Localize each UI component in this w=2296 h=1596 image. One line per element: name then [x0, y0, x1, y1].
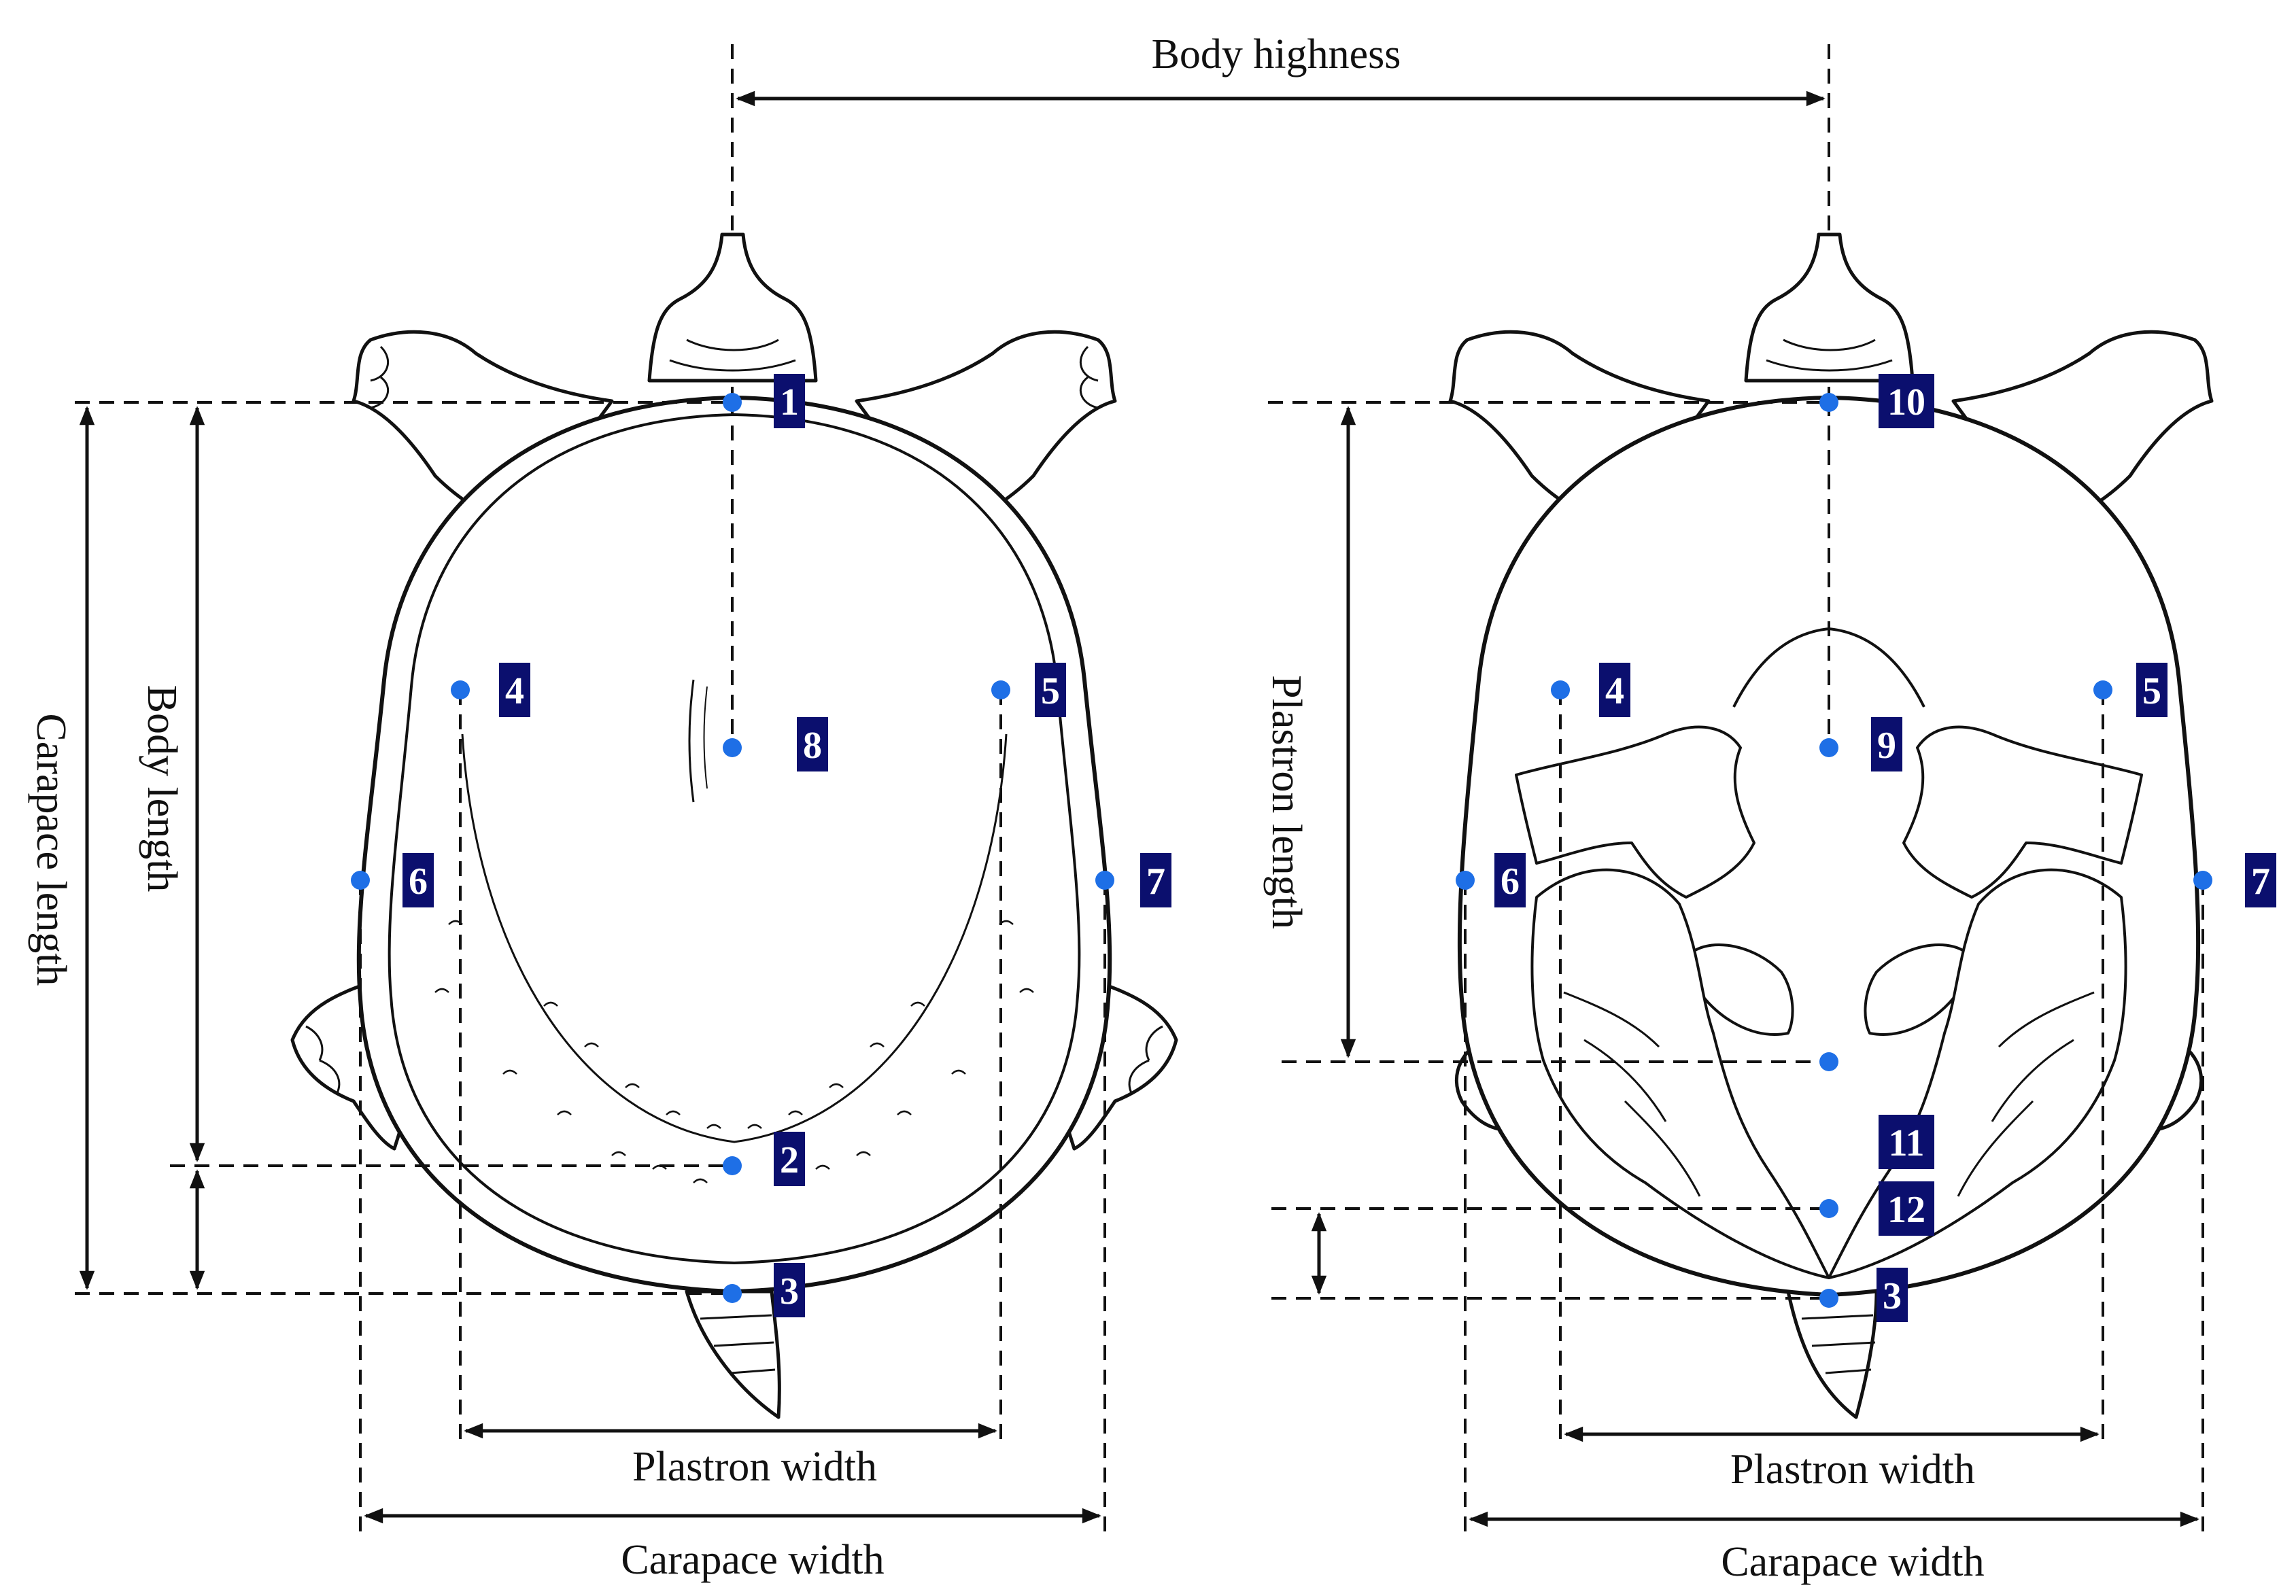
landmark-dot — [2193, 871, 2212, 890]
badge-1: 1 — [774, 374, 805, 428]
landmark-dot — [1819, 1289, 1838, 1308]
badge-5: 5 — [1035, 663, 1066, 717]
landmark-dot — [723, 1284, 742, 1303]
dorsal-measurement-lines — [75, 401, 1106, 1533]
svg-text:8: 8 — [803, 725, 822, 767]
dorsal-landmark-points — [351, 393, 1114, 1303]
svg-text:6: 6 — [409, 861, 428, 903]
dorsal-carapace-width-label: Carapace width — [621, 1537, 884, 1583]
svg-text:6: 6 — [1501, 861, 1520, 903]
landmark-dot — [723, 738, 742, 757]
badge-5: 5 — [2136, 663, 2168, 717]
badge-6: 6 — [1494, 853, 1526, 907]
svg-text:5: 5 — [1041, 670, 1060, 712]
badge-10: 10 — [1879, 374, 1934, 428]
landmark-dot — [2093, 680, 2112, 699]
ventral-measurement-lines — [1268, 401, 2204, 1533]
svg-text:7: 7 — [2251, 861, 2270, 903]
landmark-dot — [1551, 680, 1570, 699]
landmark-dot — [723, 393, 742, 412]
landmark-dot — [1819, 1199, 1838, 1218]
badge-9: 9 — [1871, 717, 1902, 771]
ventral-turtle-illustration — [1448, 232, 2214, 1419]
plastron-length-label: Plastron length — [1263, 675, 1309, 929]
svg-text:9: 9 — [1877, 725, 1896, 767]
badge-4: 4 — [1599, 663, 1630, 717]
badge-3: 3 — [1877, 1268, 1908, 1322]
ventral-landmark-points — [1456, 393, 2212, 1308]
body-highness-label: Body highness — [1152, 31, 1401, 77]
svg-text:3: 3 — [780, 1270, 799, 1313]
badge-3: 3 — [774, 1263, 805, 1317]
svg-text:2: 2 — [780, 1139, 799, 1181]
badge-7: 7 — [1140, 853, 1171, 907]
svg-text:4: 4 — [1605, 670, 1624, 712]
landmark-dot — [991, 680, 1010, 699]
svg-text:5: 5 — [2142, 670, 2161, 712]
badge-12: 12 — [1879, 1181, 1934, 1236]
badge-6: 6 — [402, 853, 434, 907]
ventral-landmark-badges: 10 9 11 12 3 4 5 6 7 — [1494, 374, 2276, 1322]
badge-7: 7 — [2245, 853, 2276, 907]
badge-4: 4 — [499, 663, 530, 717]
badge-11: 11 — [1879, 1115, 1934, 1169]
landmark-dot — [723, 1156, 742, 1175]
dorsal-plastron-width-label: Plastron width — [632, 1444, 877, 1490]
landmark-dot — [1819, 393, 1838, 412]
landmark-dot — [1819, 738, 1838, 757]
body-highness-dimension: Body highness — [731, 31, 1830, 401]
svg-text:7: 7 — [1146, 861, 1165, 903]
svg-text:10: 10 — [1887, 381, 1925, 423]
landmark-dot — [1095, 871, 1114, 890]
landmark-dot — [1456, 871, 1475, 890]
dorsal-turtle-illustration — [290, 232, 1178, 1419]
svg-text:1: 1 — [780, 381, 799, 423]
badge-2: 2 — [774, 1132, 805, 1186]
landmark-dot — [451, 680, 470, 699]
dorsal-landmark-badges: 1 2 3 4 5 6 7 8 — [402, 374, 1171, 1317]
ventral-plastron-width-label: Plastron width — [1730, 1446, 1975, 1493]
svg-text:3: 3 — [1883, 1275, 1902, 1317]
ventral-carapace-width-label: Carapace width — [1721, 1539, 1984, 1585]
landmark-dot — [351, 871, 370, 890]
landmark-dot — [1819, 1052, 1838, 1071]
body-length-label: Body length — [139, 685, 185, 892]
svg-text:4: 4 — [505, 670, 524, 712]
svg-text:12: 12 — [1887, 1189, 1925, 1231]
badge-8: 8 — [797, 717, 828, 771]
carapace-length-label: Carapace length — [28, 713, 74, 986]
svg-text:11: 11 — [1889, 1122, 1925, 1164]
